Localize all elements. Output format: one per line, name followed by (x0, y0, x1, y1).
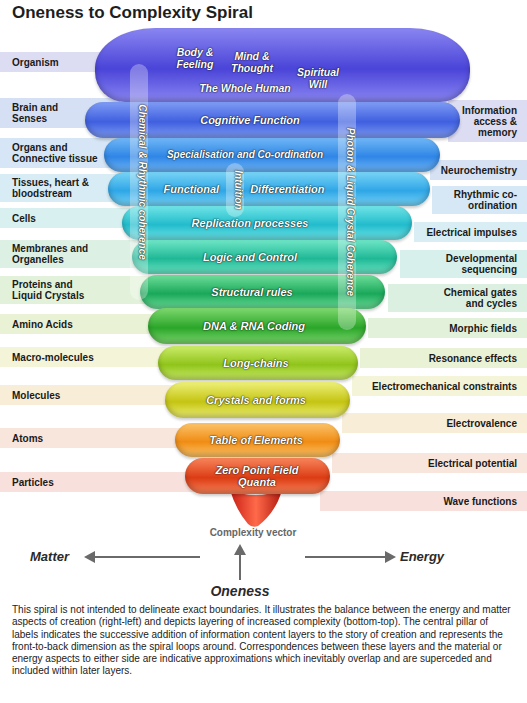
matter-level-bar: Molecules (0, 385, 190, 405)
axis-label: Oneness (210, 583, 269, 599)
spiral-loop: Specialisation and Co-ordination (104, 138, 440, 172)
loop-label: Replication processes (192, 217, 309, 229)
energy-level-bar: Wave functions (320, 491, 527, 511)
energy-level-bar: Developmental sequencing (400, 250, 527, 278)
loop-label: Table of Elements (209, 434, 303, 446)
level-label: Tissues, heart & bloodstream (12, 177, 96, 199)
loop-label: Zero Point Field Quanta (203, 464, 312, 488)
level-label: Brain and Senses (12, 102, 76, 124)
energy-level-bar: Rhythmic co-ordination (432, 186, 527, 214)
level-label: Organs and Connective tissue (12, 142, 104, 164)
energy-level-bar: Electrical potential (332, 453, 527, 473)
level-label: Electromechanical constraints (357, 381, 517, 392)
energy-level-bar: Electromechanical constraints (352, 376, 527, 396)
axis-label: Complexity vector (210, 527, 297, 538)
energy-level-bar: Electrical impulses (414, 222, 527, 242)
level-label: Electrical impulses (417, 227, 517, 238)
loop-label: The Whole Human (199, 82, 291, 94)
spiral-loop: Zero Point Field Quanta (185, 458, 330, 494)
level-label: Resonance effects (407, 353, 517, 364)
level-label: Electrovalence (417, 418, 517, 429)
loop-label: DNA & RNA Coding (203, 320, 305, 332)
loop-label: Crystals and forms (206, 394, 306, 406)
matter-arrow (92, 556, 200, 558)
spiral-loop: DNA & RNA Coding (148, 308, 366, 344)
loop-label: Long-chains (223, 357, 288, 369)
level-label: Amino Acids (12, 319, 112, 330)
matter-level-bar: Macro-molecules (0, 347, 180, 367)
caption-text: This spiral is not intended to delineate… (12, 604, 515, 678)
level-label: Morphic fields (417, 323, 517, 334)
loop-label: Cognitive Function (200, 114, 300, 126)
arrow-head (234, 544, 246, 555)
loop-label: Functional Differentiation (163, 183, 324, 195)
loop-label: Body & Feeling (170, 46, 220, 70)
pillar-strip: Intuition (226, 163, 244, 217)
pillar-label: Chemical & Rhythmic coherence (130, 64, 148, 300)
energy-level-bar: Chemical gates and cycles (388, 284, 527, 312)
arrow-head (385, 551, 396, 563)
spiral-loop: Table of Elements (175, 423, 340, 457)
energy-level-bar: Neurochemistry (430, 160, 527, 180)
arrow-head (84, 551, 95, 563)
matter-level-bar: Particles (0, 472, 210, 492)
axis-label: Matter (30, 549, 69, 564)
diagram-title: Oneness to Complexity Spiral (12, 3, 253, 23)
level-label: Information access & memory (455, 105, 517, 138)
pillar-strip: Photon & Liquid Crystal Coherence (338, 94, 356, 330)
level-label: Atoms (12, 433, 112, 444)
pillar-strip: Chemical & Rhythmic coherence (130, 64, 148, 300)
energy-level-bar: Resonance effects (360, 348, 527, 368)
spiral-loop: Body & Feeling Mind & ThoughtSpiritual Wi… (95, 28, 470, 102)
loop-label: Mind & Thought (227, 50, 277, 74)
level-label: Rhythmic co-ordination (447, 189, 517, 211)
energy-level-bar: Morphic fields (368, 318, 527, 338)
spiral-tip (230, 490, 282, 527)
spiral-loop: Long-chains (158, 346, 358, 380)
loop-label: Specialisation and Co-ordination (167, 149, 323, 161)
axis-label: Energy (400, 549, 444, 564)
level-label: Chemical gates and cycles (427, 287, 517, 309)
level-label: Particles (12, 477, 112, 488)
level-label: Organism (12, 57, 82, 68)
pillar-label: Photon & Liquid Crystal Coherence (338, 94, 356, 330)
level-label: Developmental sequencing (437, 253, 517, 275)
matter-level-bar: Atoms (0, 428, 200, 448)
level-label: Cells (12, 213, 82, 224)
level-label: Neurochemistry (427, 165, 517, 176)
loop-label: Logic and Control (203, 251, 297, 263)
level-label: Molecules (12, 390, 112, 401)
level-label: Electrical potential (407, 458, 517, 469)
spiral-loop: Replication processes (122, 206, 412, 240)
energy-arrow (305, 556, 388, 558)
level-label: Macro-molecules (12, 352, 112, 363)
loop-label: Spiritual Will (294, 66, 342, 90)
spiral-loop: Functional Differentiation (108, 172, 430, 206)
level-label: Membranes and Organelles (12, 243, 92, 265)
level-label: Wave functions (407, 496, 517, 507)
complexity-arrow (239, 552, 241, 580)
level-label: Proteins and Liquid Crystals (12, 279, 96, 301)
pillar-label: Intuition (226, 163, 244, 217)
loop-label: Structural rules (211, 286, 292, 298)
spiral-loop: Crystals and forms (165, 382, 350, 418)
spiral-loop: Logic and Control (132, 240, 397, 274)
energy-level-bar: Electrovalence (342, 413, 527, 433)
